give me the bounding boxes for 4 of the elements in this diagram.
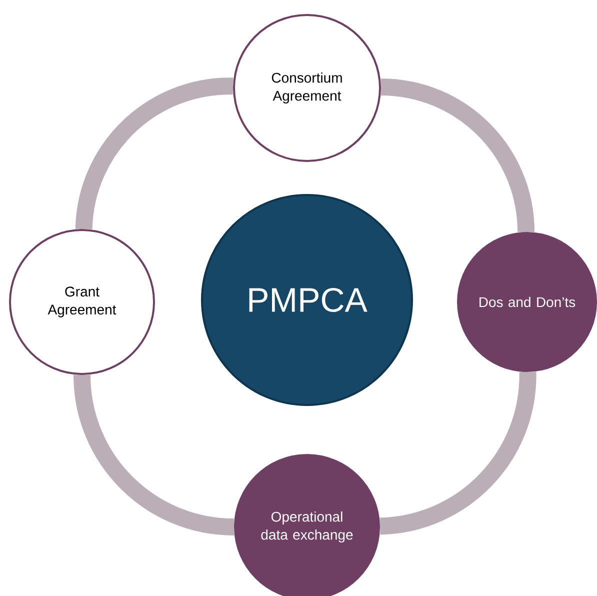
ring-arc xyxy=(74,374,235,536)
ring-arc xyxy=(380,78,535,233)
ring-arc xyxy=(379,372,536,535)
ring-arc xyxy=(75,78,234,230)
